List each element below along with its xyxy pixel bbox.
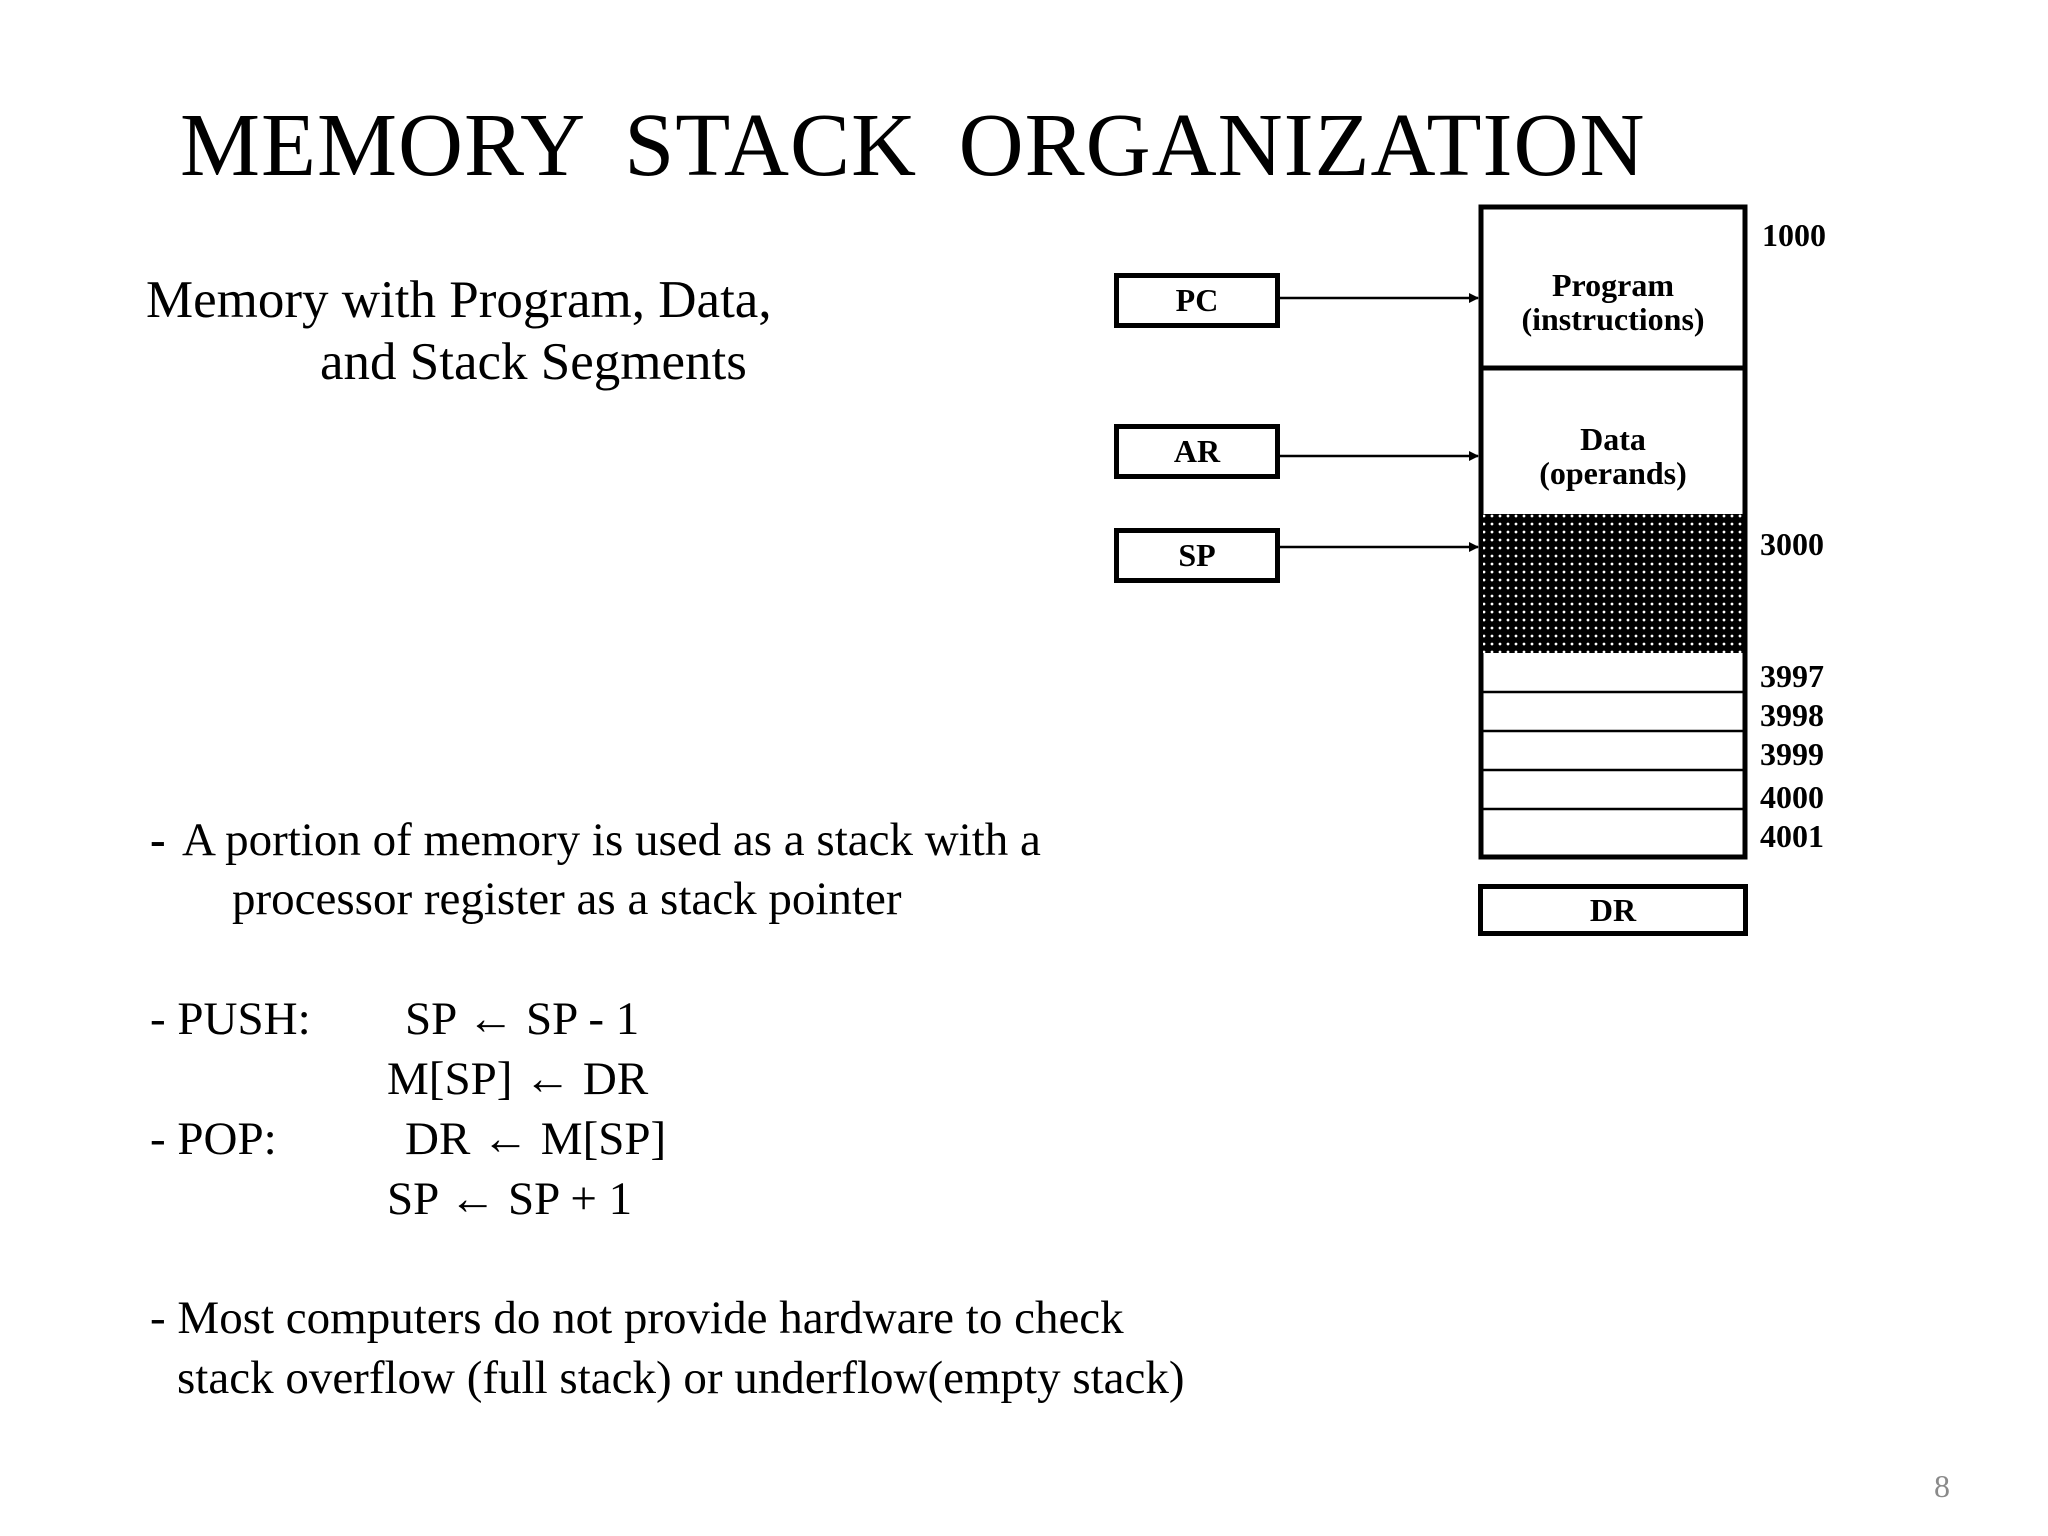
bullet-1-line-1: A portion of memory is used as a stack w… — [182, 814, 1041, 866]
pc-register: PC — [1114, 273, 1280, 328]
slide-title: MEMORY STACK ORGANIZATION — [180, 96, 1646, 195]
sp-register: SP — [1114, 528, 1280, 583]
address-4001: 4001 — [1760, 818, 1824, 854]
push-label: - PUSH: — [150, 993, 311, 1045]
program-label-line1: Program — [1551, 267, 1675, 303]
bullet-1-dash: - — [150, 814, 166, 866]
push-op-1: SP ← SP - 1 — [405, 993, 640, 1045]
program-label-line2: (instructions) — [1521, 301, 1705, 337]
data-label-line1: Data — [1580, 421, 1646, 457]
address-3998: 3998 — [1760, 697, 1824, 733]
bullet-1-line-2: processor register as a stack pointer — [232, 873, 902, 925]
pop-label: - POP: — [150, 1113, 277, 1165]
address-4000: 4000 — [1760, 779, 1824, 815]
address-3999: 3999 — [1760, 736, 1824, 772]
address-1000: 1000 — [1762, 217, 1826, 253]
data-label-line2: (operands) — [1539, 455, 1687, 491]
pop-op-2: SP ← SP + 1 — [387, 1173, 633, 1225]
stack-segment — [1483, 514, 1743, 653]
memory-column — [1478, 204, 1748, 860]
address-3997: 3997 — [1760, 658, 1824, 694]
subtitle-line-2: and Stack Segments — [320, 333, 747, 391]
address-3000: 3000 — [1760, 526, 1824, 562]
bullet-3-line-1: - Most computers do not provide hardware… — [150, 1292, 1124, 1344]
page-number: 8 — [1934, 1468, 1950, 1504]
dr-register: DR — [1478, 884, 1748, 936]
program-segment-label: Program (instructions) — [1483, 268, 1743, 336]
push-op-2: M[SP] ← DR — [387, 1053, 649, 1105]
pop-op-1: DR ← M[SP] — [405, 1113, 667, 1165]
data-segment-label: Data (operands) — [1483, 422, 1743, 490]
bullet-3-line-2: stack overflow (full stack) or underflow… — [177, 1352, 1185, 1404]
subtitle-line-1: Memory with Program, Data, — [146, 271, 772, 329]
ar-register: AR — [1114, 424, 1280, 479]
